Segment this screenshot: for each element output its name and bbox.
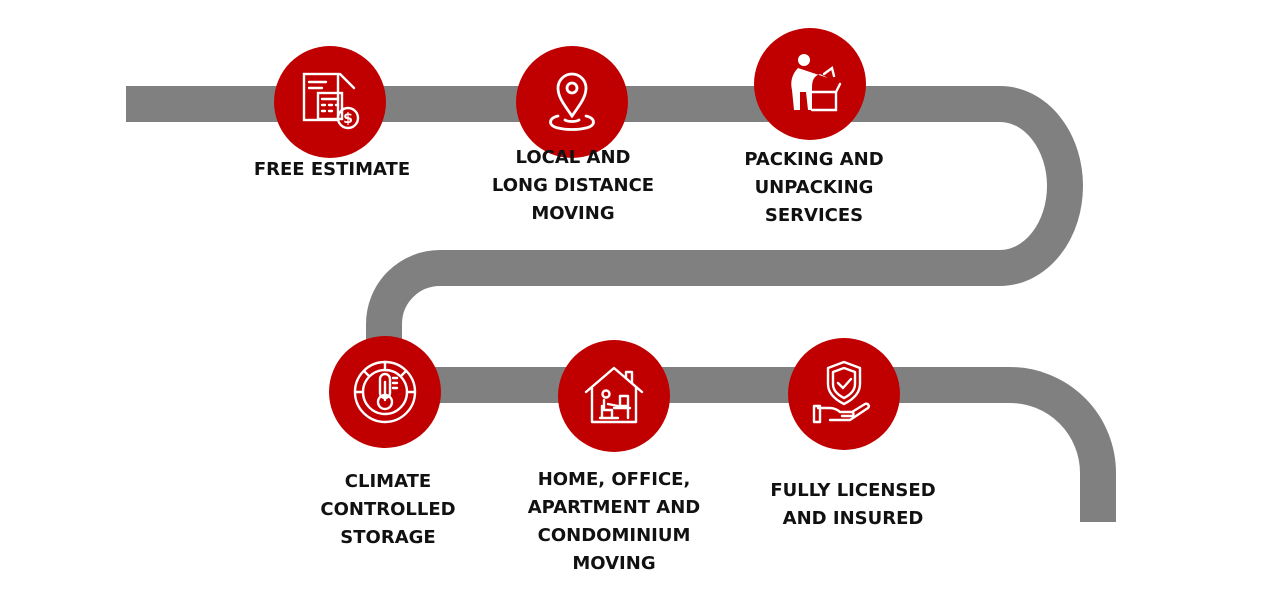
step-4-circle — [329, 336, 441, 448]
svg-text:$: $ — [343, 111, 353, 127]
step-2-circle — [516, 46, 628, 158]
home-office-icon — [584, 366, 644, 424]
step-1-circle: $ — [274, 46, 386, 158]
packer-box-icon — [791, 54, 842, 112]
step-6-label: FULLY LICENSED AND INSURED — [770, 480, 936, 529]
step-1-label: FREE ESTIMATE — [253, 159, 411, 180]
step-3-label: PACKING AND UNPACKING SERVICES — [744, 149, 884, 226]
shield-hand-icon — [812, 360, 870, 424]
step-5-circle — [558, 340, 670, 452]
calculator-document-icon: $ — [302, 72, 360, 130]
location-pin-icon — [549, 72, 595, 131]
thermometer-dial-icon — [353, 360, 417, 424]
step-6-circle — [788, 338, 900, 450]
step-5-label: HOME, OFFICE, APARTMENT AND CONDOMINIUM … — [527, 469, 701, 574]
step-2-label: LOCAL AND LONG DISTANCE MOVING — [491, 147, 655, 224]
step-4-label: CLIMATE CONTROLLED STORAGE — [320, 471, 456, 548]
road — [126, 86, 1116, 522]
step-3-circle — [754, 28, 866, 140]
